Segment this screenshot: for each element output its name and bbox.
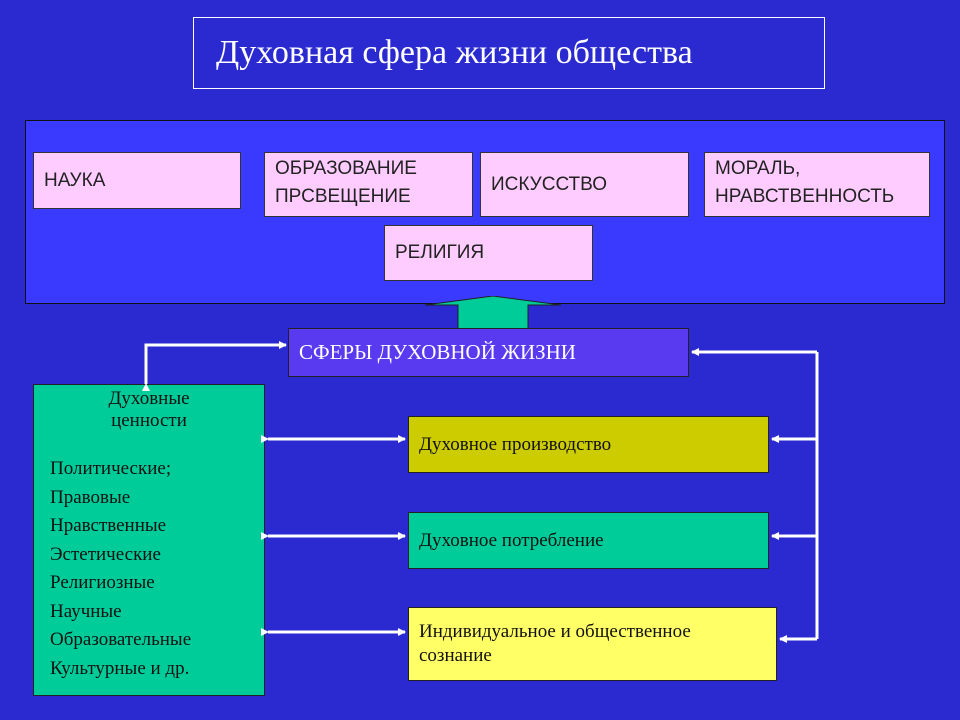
box-spiritual-production: Духовное производство	[408, 416, 769, 473]
list-item: Нравственные	[50, 515, 167, 536]
box-nauka-label: НАУКА	[44, 170, 106, 191]
title-box: Духовная сфера жизни общества	[193, 17, 825, 89]
box-consciousness-line1: Индивидуальное и общественное	[419, 621, 691, 642]
values-heading-line2: ценности	[111, 410, 187, 431]
box-consciousness: Индивидуальное и общественное сознание	[408, 607, 777, 681]
values-heading-line1: Духовные	[108, 388, 190, 409]
box-spheres-of-spiritual-life: СФЕРЫ ДУХОВНОЙ ЖИЗНИ	[288, 328, 689, 377]
box-iskusstvo-label: ИСКУССТВО	[491, 174, 607, 195]
list-item: Политические;	[50, 458, 172, 479]
list-item: Правовые	[50, 486, 131, 508]
box-religiya: РЕЛИГИЯ	[384, 225, 593, 281]
page-title: Духовная сфера жизни общества	[216, 34, 693, 71]
list-item: Научные	[50, 600, 122, 622]
box-moral-line2: НРАВСТВЕННОСТЬ	[715, 186, 895, 207]
box-obrazovanie: ОБРАЗОВАНИЕ ПРСВЕЩЕНИЕ	[264, 152, 473, 217]
box-iskusstvo: ИСКУССТВО	[480, 152, 689, 217]
list-item: Культурные и др.	[50, 657, 190, 679]
box-spheres-label: СФЕРЫ ДУХОВНОЙ ЖИЗНИ	[299, 340, 576, 364]
list-item: Религиозные	[50, 572, 155, 593]
box-nauka: НАУКА	[33, 152, 241, 209]
box-moral: МОРАЛЬ, НРАВСТВЕННОСТЬ	[704, 152, 930, 217]
box-production-label: Духовное производство	[419, 434, 612, 455]
box-consciousness-line2: сознание	[419, 645, 492, 666]
box-obrazovanie-line2: ПРСВЕЩЕНИЕ	[275, 186, 411, 207]
box-obrazovanie-line1: ОБРАЗОВАНИЕ	[275, 158, 417, 179]
box-spiritual-consumption: Духовное потребление	[408, 512, 769, 569]
box-spiritual-values: Духовные ценности Политические; Правовые…	[33, 384, 265, 696]
list-item: Образовательные	[50, 629, 192, 650]
connector-values-to-spheres	[142, 341, 287, 391]
list-item: Эстетические	[50, 543, 161, 565]
box-consumption-label: Духовное потребление	[419, 530, 604, 551]
values-list: Политические; Правовые Нравственные Эсте…	[50, 455, 191, 683]
box-religiya-label: РЕЛИГИЯ	[395, 242, 485, 263]
up-arrow-icon	[425, 296, 561, 329]
values-heading: Духовные ценности	[34, 388, 264, 432]
box-moral-line1: МОРАЛЬ,	[715, 158, 801, 179]
